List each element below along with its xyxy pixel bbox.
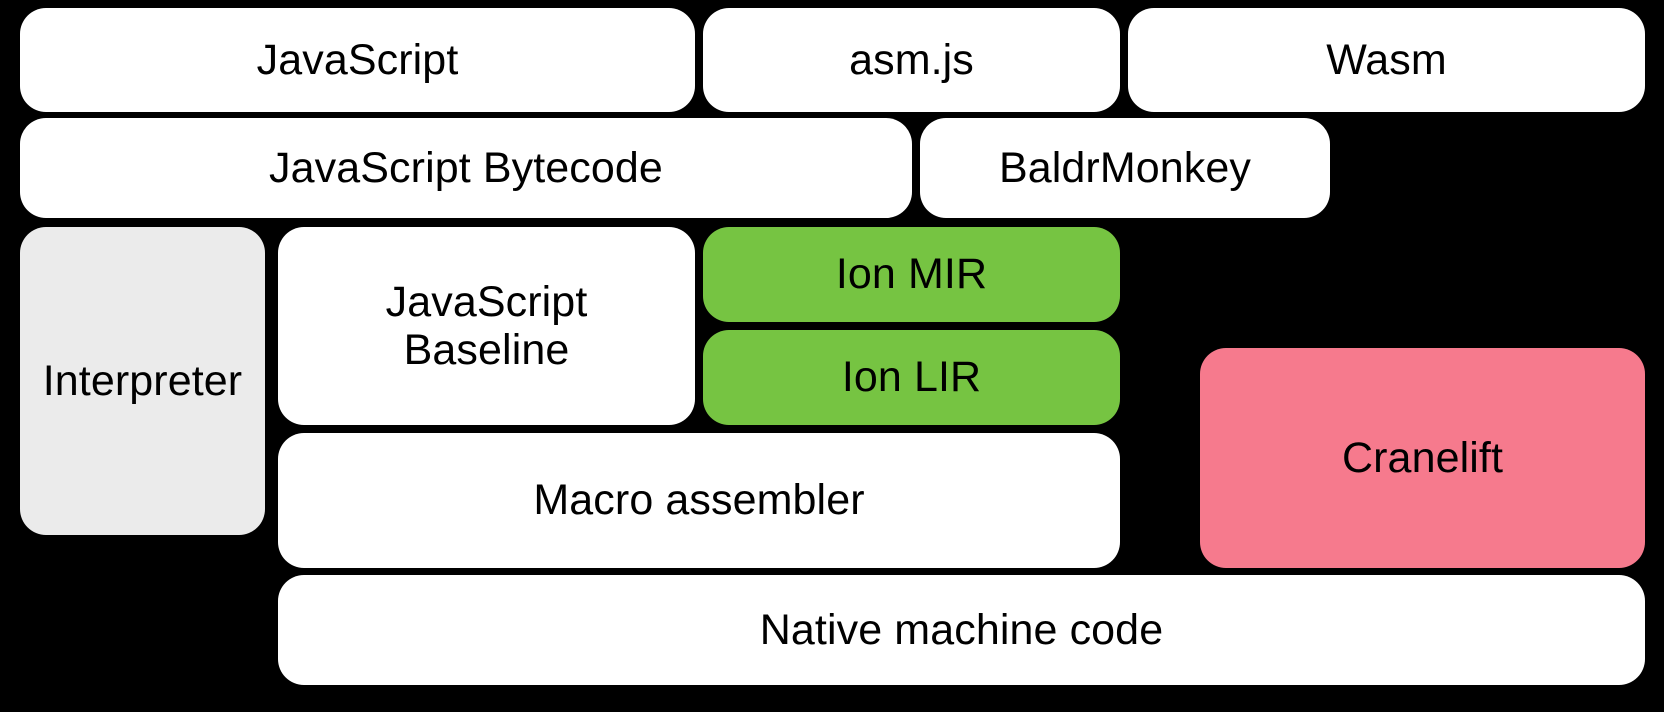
node-interpreter: Interpreter [20,227,265,535]
node-javascript: JavaScript [20,8,695,112]
node-wasm: Wasm [1128,8,1645,112]
node-cranelift: Cranelift [1200,348,1645,568]
node-baldrmonkey: BaldrMonkey [920,118,1330,218]
node-macro-assembler: Macro assembler [278,433,1120,568]
node-javascript-baseline: JavaScript Baseline [278,227,695,425]
node-native-machine-code: Native machine code [278,575,1645,685]
node-ion-mir: Ion MIR [703,227,1120,322]
node-javascript-bytecode: JavaScript Bytecode [20,118,912,218]
node-ion-lir: Ion LIR [703,330,1120,425]
node-asm-js: asm.js [703,8,1120,112]
